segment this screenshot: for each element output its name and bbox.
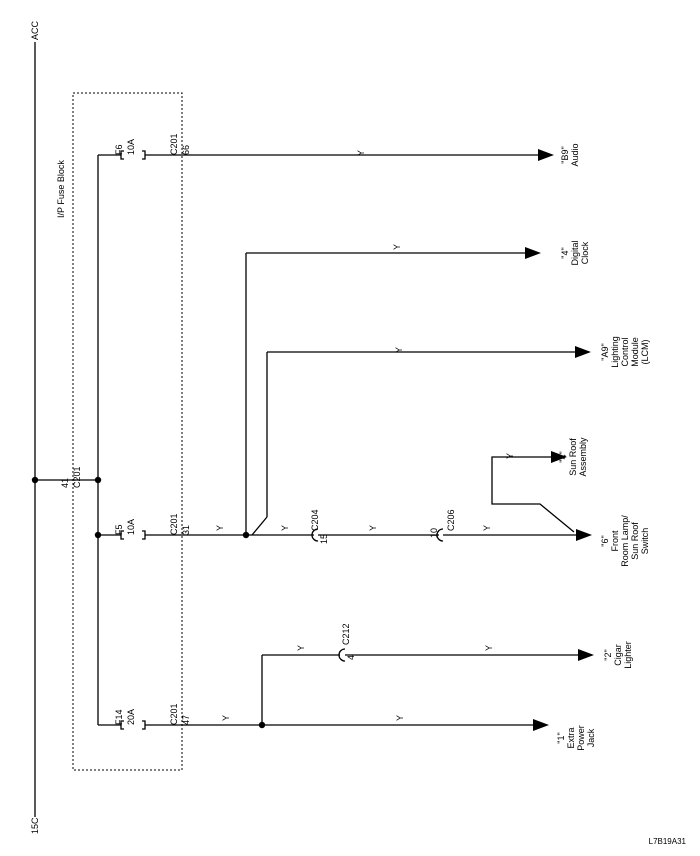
load-line: Module xyxy=(630,337,640,367)
load-sun-roof-assembly: "4" Sun Roof Assembly xyxy=(558,437,588,476)
connector-c212-name: C212 xyxy=(341,623,351,645)
wire-color-label: Y xyxy=(215,524,225,531)
wire-color-label: Y xyxy=(356,149,366,156)
splice-dot-block xyxy=(94,476,102,484)
junction-dot-f5 xyxy=(94,531,102,539)
load-front-room-lamp: "6" Front Room Lamp/ Sun Roof Switch xyxy=(600,515,650,567)
wire-color-label: Y xyxy=(296,644,306,651)
arrow-lcm xyxy=(575,346,591,358)
fuse-f14-rating: 20A xyxy=(126,708,136,725)
fuse-f5-rating: 10A xyxy=(126,518,136,535)
wire-lcm xyxy=(251,516,268,536)
fuse-f14-pin: 47 xyxy=(181,714,191,725)
load-line: Jack xyxy=(586,728,596,748)
wire-color-label: Y xyxy=(394,346,404,353)
junction-dot-clock xyxy=(242,531,250,539)
fuse-f14-conn: C201 xyxy=(169,703,179,725)
connector-c204-symbol xyxy=(311,528,319,542)
arrow-audio xyxy=(538,149,554,161)
load-ref: "1" xyxy=(556,732,566,744)
fuse-f6-rating: 10A xyxy=(126,138,136,155)
load-line: Cigar xyxy=(613,644,623,666)
load-line: Room Lamp/ xyxy=(620,515,630,567)
fuse-block-title: I/P Fuse Block xyxy=(56,160,66,218)
wire-color-label: Y xyxy=(368,524,378,531)
load-line: Front xyxy=(610,530,620,552)
load-digital-clock: "4" Digital Clock xyxy=(560,240,590,265)
load-line: Sun Roof xyxy=(568,438,578,476)
junction-dot-cigar xyxy=(258,721,266,729)
load-line: Audio xyxy=(570,143,580,167)
connector-c204-name: C204 xyxy=(310,509,320,531)
fuse-f5-name: F5 xyxy=(114,524,124,535)
wire-color-label: Y xyxy=(221,714,231,721)
supply-15c-label: 15C xyxy=(30,817,40,834)
connector-c206-symbol xyxy=(436,528,444,542)
load-cigar-lighter: "2" Cigar Lighter xyxy=(603,641,633,669)
arrow-sun-roof xyxy=(551,451,567,463)
load-audio: "B9" Audio xyxy=(560,143,580,166)
load-line: (LCM) xyxy=(640,339,650,365)
wire-color-label: Y xyxy=(505,452,515,459)
load-line: Power xyxy=(576,725,586,751)
load-ref: "A9" xyxy=(600,343,610,361)
arrow-extra-power-jack xyxy=(533,719,549,731)
load-ref: "4" xyxy=(558,451,568,463)
supply-acc-label: ACC xyxy=(30,20,40,40)
load-extra-power-jack: "1" Extra Power Jack xyxy=(556,725,596,751)
fuse-f5-pin: 31 xyxy=(181,524,191,535)
load-line: Extra xyxy=(566,727,576,749)
fuse-f14-name: F14 xyxy=(114,709,124,725)
load-line: Lighter xyxy=(623,641,633,669)
wire-sun-roof xyxy=(491,456,575,533)
load-ref: "2" xyxy=(603,649,613,661)
wire-color-label: Y xyxy=(280,524,290,531)
load-lcm: "A9" Lighting Control Module (LCM) xyxy=(600,336,650,368)
connector-c212-symbol xyxy=(338,648,346,662)
load-line: Digital xyxy=(570,240,580,266)
load-line: Switch xyxy=(640,527,650,555)
connector-c206-name: C206 xyxy=(446,509,456,531)
fuse-f6-pin: 66 xyxy=(181,144,191,155)
splice-dot-bus xyxy=(31,476,39,484)
fuse-f6-conn: C201 xyxy=(169,133,179,155)
load-ref: "B9" xyxy=(560,146,570,164)
load-line: Sun Roof xyxy=(630,522,640,560)
wire-color-label: Y xyxy=(395,714,405,721)
load-ref: "4" xyxy=(560,247,570,259)
fuse-block-border xyxy=(72,92,183,771)
arrow-digital-clock xyxy=(525,247,541,259)
arrow-cigar-lighter xyxy=(578,649,594,661)
load-line: Control xyxy=(620,337,630,367)
connector-c212-pin: 4 xyxy=(346,654,356,660)
image-code: L7B19A31 xyxy=(648,837,686,846)
load-line: Assembly xyxy=(578,437,588,477)
splice-connector: C201 xyxy=(72,466,82,488)
load-line: Clock xyxy=(580,241,590,265)
connector-c206-pin: 10 xyxy=(429,527,439,538)
splice-pin: 41 xyxy=(60,477,70,488)
load-ref: "6" xyxy=(600,535,610,547)
arrow-front-room-lamp xyxy=(576,529,592,541)
fuse-f6-name: F6 xyxy=(114,144,124,155)
load-line: Lighting xyxy=(610,336,620,368)
wire-color-label: Y xyxy=(392,243,402,250)
wire-color-label: Y xyxy=(482,524,492,531)
wire-color-label: Y xyxy=(484,644,494,651)
fuse-f5-conn: C201 xyxy=(169,513,179,535)
connector-c204-pin: 15 xyxy=(319,533,329,544)
